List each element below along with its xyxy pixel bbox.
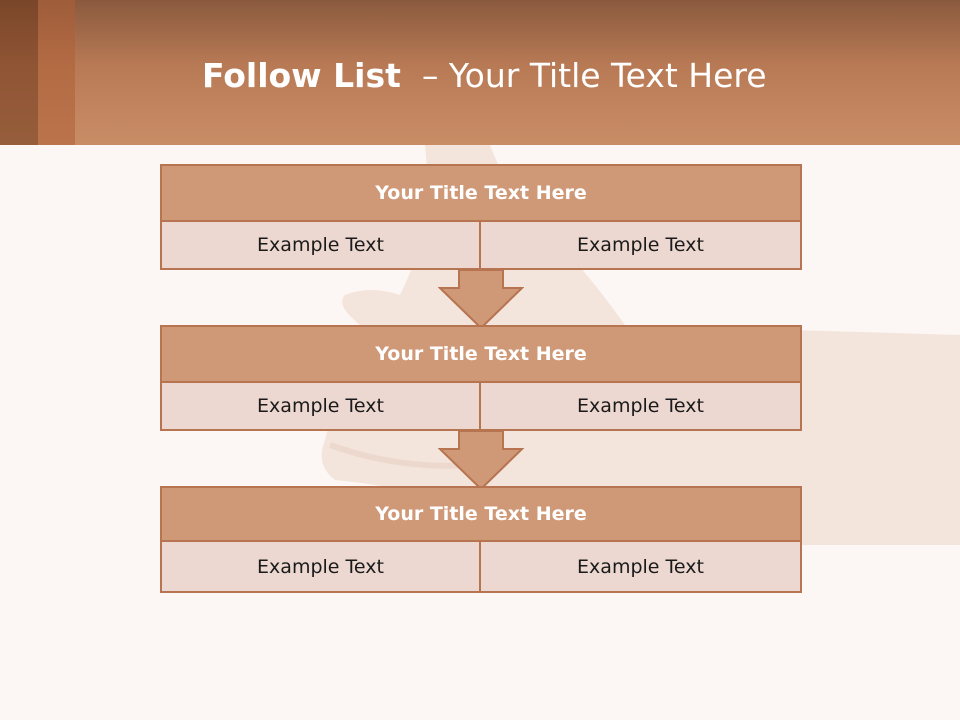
header-bar: Follow List – Your Title Text Here	[0, 0, 960, 145]
step-2-title: Your Title Text Here	[160, 325, 802, 383]
step-1-left-text: Example Text	[160, 220, 481, 270]
decor-band-light	[38, 0, 75, 145]
step-1-title: Your Title Text Here	[160, 164, 802, 222]
step-3-left-text: Example Text	[160, 540, 481, 593]
step-2-left-text: Example Text	[160, 381, 481, 431]
title-rest: – Your Title Text Here	[421, 56, 767, 95]
step-3-title: Your Title Text Here	[160, 486, 802, 542]
step-2-right-text: Example Text	[479, 381, 802, 431]
step-1-right-text: Example Text	[479, 220, 802, 270]
slide-title: Follow List – Your Title Text Here	[202, 54, 767, 98]
down-arrow-icon	[438, 270, 524, 330]
down-arrow-icon	[438, 431, 524, 491]
decor-band-dark	[0, 0, 38, 145]
title-bold: Follow List	[202, 56, 401, 95]
step-3-right-text: Example Text	[479, 540, 802, 593]
